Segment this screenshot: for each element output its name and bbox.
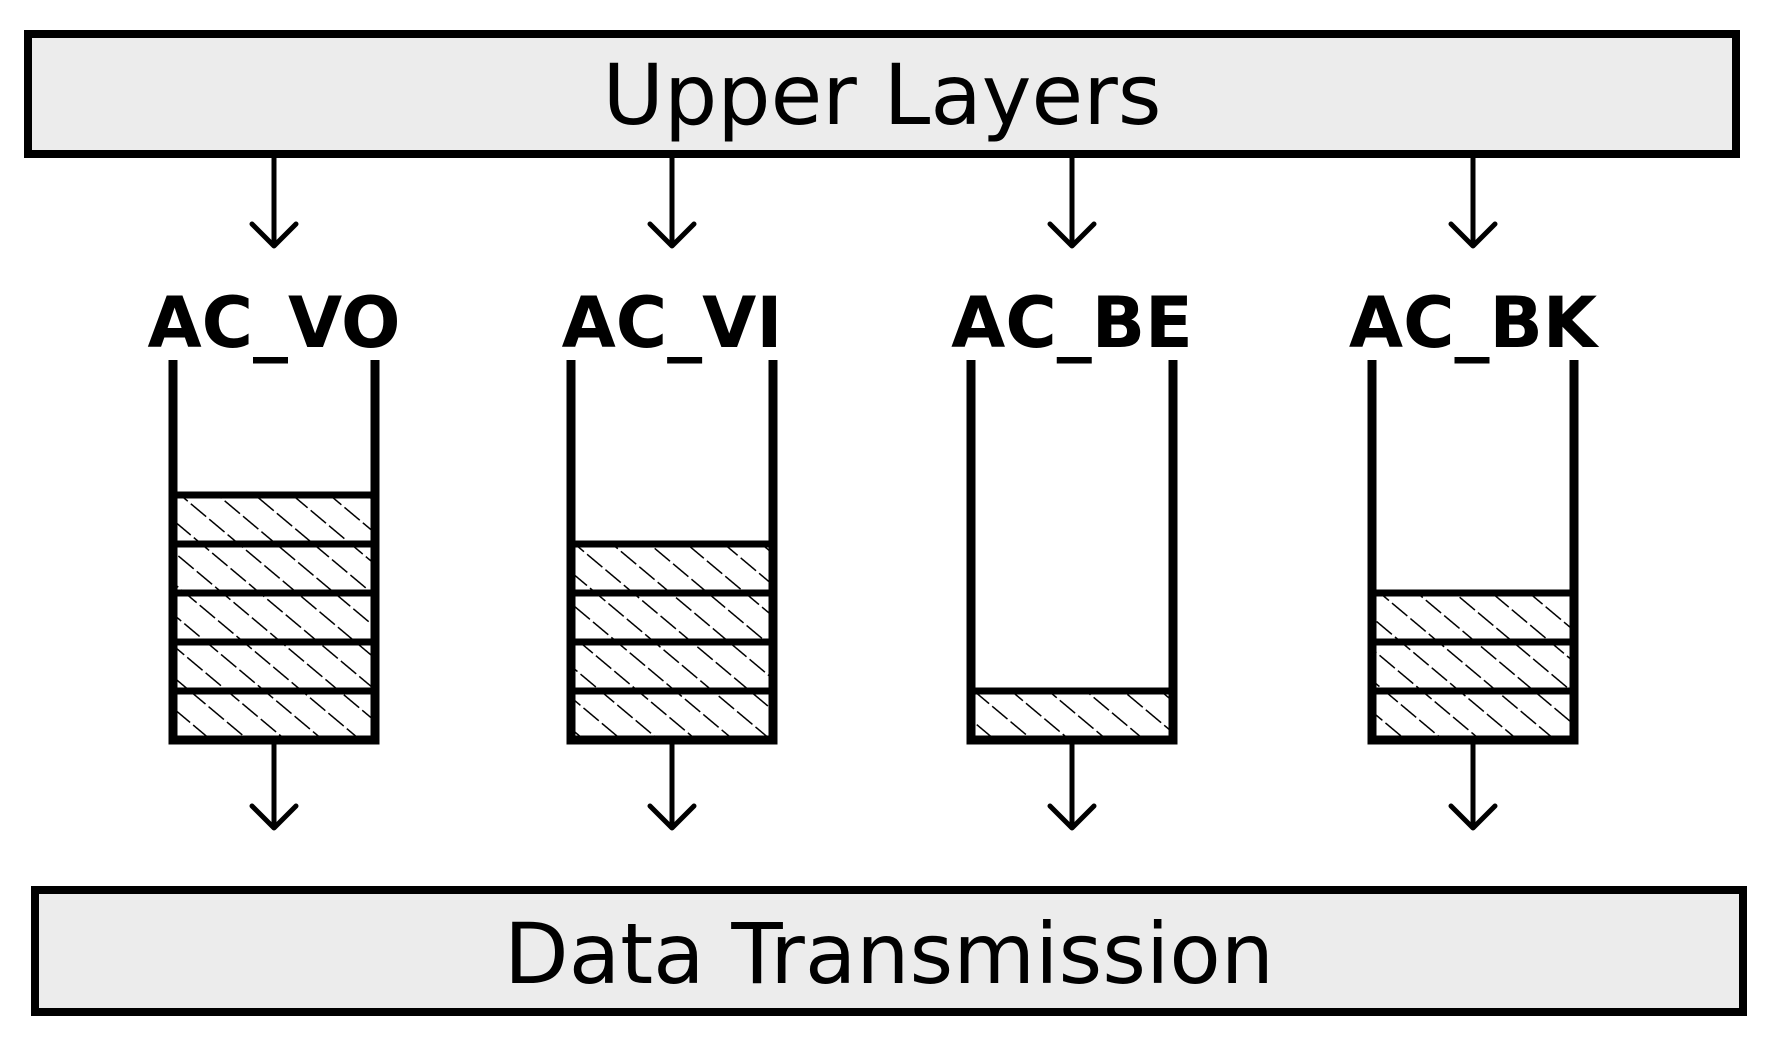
arrow-out-ac-vo: [249, 744, 299, 831]
arrow-in-ac-vo: [249, 158, 299, 249]
queue-container-ac-bk: [1367, 360, 1579, 745]
arrow-out-ac-vo-head: [249, 803, 299, 831]
arrow-in-ac-be-head: [1047, 221, 1097, 249]
upper-layers-label: Upper Layers: [602, 46, 1161, 144]
queue-container-ac-vo: [168, 360, 380, 745]
queue-slot: [169, 540, 379, 597]
data-transmission-box: Data Transmission: [31, 886, 1747, 1016]
arrow-in-ac-vo-head: [249, 221, 299, 249]
upper-layers-rect: [24, 30, 1740, 158]
arrow-out-ac-bk: [1448, 744, 1498, 831]
queue-container-ac-vi: [566, 360, 778, 745]
queue-ac-be: AC_BE: [951, 158, 1193, 831]
data-transmission-label: Data Transmission: [504, 905, 1274, 1003]
queue-slot: [567, 638, 777, 695]
arrow-out-ac-be: [1047, 744, 1097, 831]
queue-label-ac-vo: AC_VO: [148, 282, 401, 364]
queue-slot: [567, 687, 777, 744]
arrow-in-ac-bk: [1448, 158, 1498, 249]
queue-slot: [1368, 589, 1578, 646]
queue-slot: [1368, 687, 1578, 744]
queue-label-ac-vi: AC_VI: [562, 282, 783, 364]
queue-slot: [169, 589, 379, 646]
queue-ac-bk: AC_BK: [1349, 158, 1600, 831]
queue-label-ac-bk: AC_BK: [1349, 282, 1600, 364]
arrow-in-ac-bk-head: [1448, 221, 1498, 249]
arrow-out-ac-be-head: [1047, 803, 1097, 831]
arrow-in-ac-be: [1047, 158, 1097, 249]
queue-slot: [169, 491, 379, 548]
arrow-in-ac-vi: [647, 158, 697, 249]
queue-slot: [567, 540, 777, 597]
queue-container-ac-be: [966, 360, 1178, 745]
arrow-out-ac-vi: [647, 744, 697, 831]
queue-ac-vi: AC_VI: [562, 158, 783, 831]
queue-label-ac-be: AC_BE: [951, 282, 1193, 364]
arrow-out-ac-bk-head: [1448, 803, 1498, 831]
queue-slot: [567, 589, 777, 646]
queue-slot: [169, 638, 379, 695]
queue-slot: [169, 687, 379, 744]
queue-slot: [967, 687, 1177, 744]
queues-group: AC_VO AC_VI AC_BE AC_BK: [148, 158, 1600, 831]
arrow-in-ac-vi-head: [647, 221, 697, 249]
queue-ac-vo: AC_VO: [148, 158, 401, 831]
data-transmission-rect: [31, 886, 1747, 1016]
upper-layers-box: Upper Layers: [24, 30, 1740, 158]
queue-slot: [1368, 638, 1578, 695]
arrow-out-ac-vi-head: [647, 803, 697, 831]
